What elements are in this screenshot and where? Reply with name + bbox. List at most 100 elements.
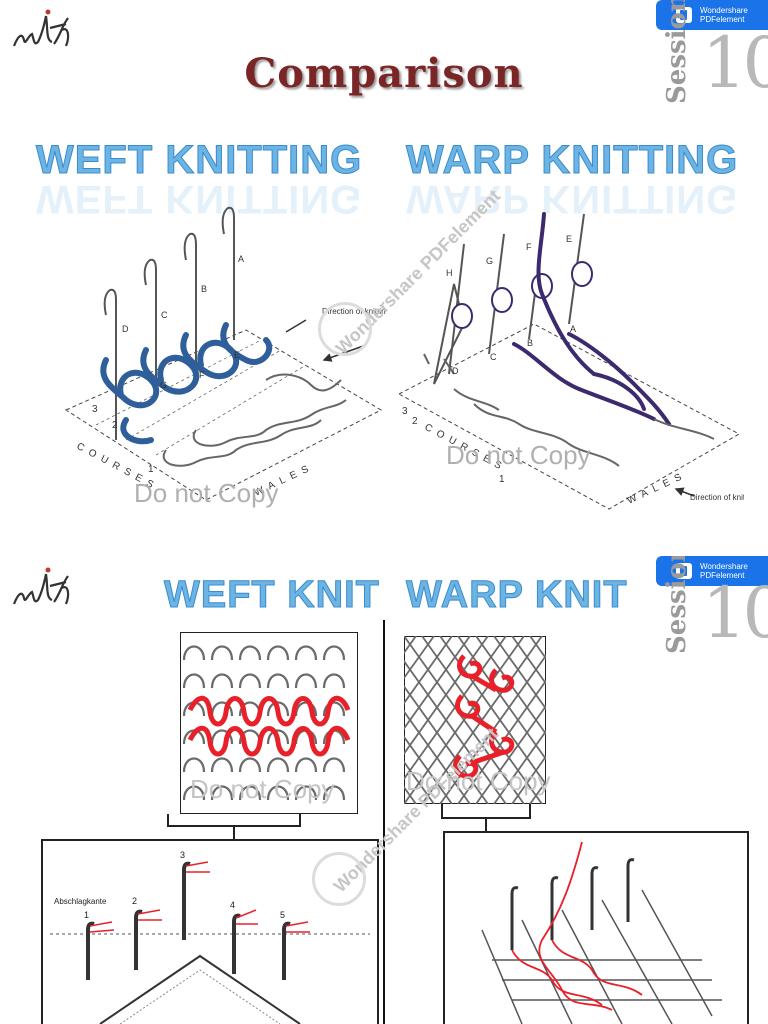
session-number: 10 <box>702 572 768 654</box>
warp-wales-label: WALES <box>626 469 689 506</box>
warp-lap-line <box>475 704 546 804</box>
weft-loop <box>294 673 318 689</box>
page-gap <box>0 548 768 556</box>
needle-label-g: G <box>160 380 167 390</box>
weft-loop <box>182 673 206 689</box>
warp-connector <box>441 804 749 844</box>
warp-direction-label: Direction of knitting <box>690 493 744 502</box>
needle-step-3: 3 <box>180 850 185 860</box>
nift-logo <box>12 9 70 47</box>
weft-loop <box>210 729 234 745</box>
weft-loop <box>266 785 290 801</box>
pdfelement-icon <box>676 7 692 23</box>
warp-lap-line <box>404 735 453 804</box>
weft-loop <box>182 645 206 661</box>
needle-label-a: A <box>238 254 244 264</box>
weft-needle-diagram: Abschlagkante 1 2 3 4 5 <box>41 840 379 1024</box>
weft-loop <box>322 785 346 801</box>
weft-course-3: 3 <box>92 404 98 415</box>
session-marker-2: Session 10 <box>662 556 768 670</box>
wondershare-watermark-logo <box>318 302 372 356</box>
needle-label-d: D <box>122 324 129 334</box>
weft-knit-structure <box>180 632 358 814</box>
warp-lap-line <box>511 636 546 686</box>
warp-needle-b: B <box>527 338 533 348</box>
weft-loop <box>322 757 346 773</box>
heading-weft-knitting: WEFT KNITTING <box>35 138 363 183</box>
warp-needle-g: G <box>486 256 493 266</box>
warp-course-3: 3 <box>402 406 408 417</box>
do-not-copy-watermark-right-2: Do not Copy <box>406 766 551 796</box>
warp-needle-d: D <box>452 366 459 376</box>
weft-loop <box>182 757 206 773</box>
session-word: Session <box>662 556 692 654</box>
warp-lap-line <box>493 729 546 804</box>
weft-loop <box>210 701 234 717</box>
warp-lap-line <box>404 760 435 804</box>
needle-label-c: C <box>161 310 168 320</box>
weft-course-2: 2 <box>112 420 118 431</box>
warp-needle-f: F <box>526 242 532 252</box>
needle-step-5: 5 <box>280 910 285 920</box>
slide-comparison: Wondershare PDFelement Session 10 Compar… <box>12 0 768 510</box>
weft-loop <box>238 673 262 689</box>
weft-loop <box>294 785 318 801</box>
weft-course-1: 1 <box>148 464 154 475</box>
heading-warp-knitting: WARP KNITTING <box>405 138 739 183</box>
warp-course-1: 1 <box>499 474 505 485</box>
weft-loop <box>322 645 346 661</box>
pdfelement-icon <box>676 563 692 579</box>
weft-loop <box>210 673 234 689</box>
weft-loop <box>322 673 346 689</box>
page-title: Comparison <box>244 50 524 97</box>
knock-over-label: Abschlagkante <box>54 897 107 906</box>
badge-line1: Wondershare <box>700 562 748 571</box>
weft-loop <box>210 757 234 773</box>
weft-loop <box>210 785 234 801</box>
needle-step-4: 4 <box>230 900 235 910</box>
nift-logo <box>12 567 70 605</box>
warp-knit-structure <box>404 636 546 804</box>
weft-loop <box>238 645 262 661</box>
column-divider <box>383 620 385 1024</box>
session-number: 10 <box>702 22 768 104</box>
warp-lap-line <box>404 636 489 756</box>
pdfelement-badge-2[interactable]: Wondershare PDFelement <box>656 556 768 586</box>
needle-label-b: B <box>201 284 207 294</box>
weft-loop <box>182 785 206 801</box>
weft-loop <box>210 645 234 661</box>
warp-lap-line <box>511 754 546 804</box>
weft-loop <box>238 785 262 801</box>
warp-knitting-diagram: A B C D E F G H Direction of knitting CO… <box>397 212 744 510</box>
do-not-copy-watermark-right: Do not Copy <box>446 440 591 470</box>
needle-step-1: 1 <box>84 910 89 920</box>
weft-loop <box>266 729 290 745</box>
weft-loop <box>266 673 290 689</box>
warp-needle-h: H <box>446 268 453 278</box>
needle-step-2: 2 <box>132 896 137 906</box>
heading-weft-knit: WEFT KNIT <box>164 574 380 617</box>
pdfelement-badge[interactable]: Wondershare PDFelement <box>656 0 768 30</box>
warp-lap-line <box>404 636 453 705</box>
warp-lap-line <box>404 636 525 804</box>
weft-loop <box>266 757 290 773</box>
warp-course-2: 2 <box>412 416 418 427</box>
warp-lap-line <box>404 636 471 730</box>
wondershare-watermark-logo-2 <box>312 852 366 906</box>
weft-loop <box>266 645 290 661</box>
warp-needle-e: E <box>566 234 572 244</box>
heading-warp-knit: WARP KNIT <box>406 574 628 617</box>
warp-lap-line <box>404 636 435 680</box>
do-not-copy-watermark-left-2: Do not Copy <box>190 774 335 804</box>
needle-label-f: F <box>199 370 205 380</box>
weft-loop <box>294 757 318 773</box>
badge-line2: PDFelement <box>700 571 745 580</box>
badge-line1: Wondershare <box>700 6 748 15</box>
session-marker: Session 10 <box>662 0 768 120</box>
weft-loop <box>322 701 346 717</box>
warp-lap-line <box>457 679 546 804</box>
warp-lap-line <box>404 636 507 781</box>
badge-line2: PDFelement <box>700 15 745 24</box>
slide-weft-warp-knit: Wondershare PDFelement Session 10 WEFT K… <box>0 556 768 1024</box>
warp-lap-line <box>493 636 546 711</box>
